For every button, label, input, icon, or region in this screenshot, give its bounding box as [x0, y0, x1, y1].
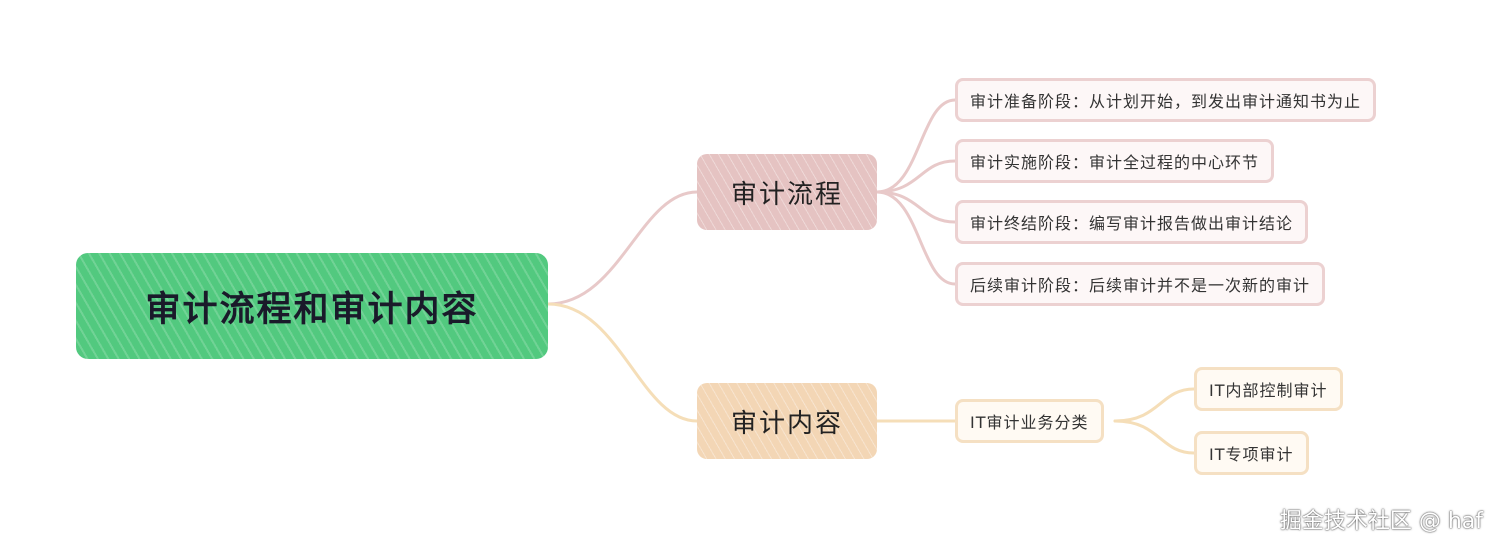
branch-label: 审计流程: [730, 179, 843, 210]
leaf-label: 审计实施阶段：审计全过程的中心环节: [970, 153, 1260, 172]
root-topic-label: 审计流程和审计内容: [145, 289, 479, 330]
leaf-it-special-audit[interactable]: IT专项审计: [1194, 431, 1309, 475]
leaf-label: 后续审计阶段：后续审计并不是一次新的审计: [970, 276, 1311, 295]
branch-audit-content[interactable]: 审计内容: [697, 383, 877, 459]
leaf-it-audit-category[interactable]: IT审计业务分类: [955, 399, 1104, 443]
link-process-leaf2: [875, 159, 957, 194]
link-category-sub1: [1113, 387, 1196, 423]
branch-label: 审计内容: [730, 408, 843, 439]
leaf-followup-stage[interactable]: 后续审计阶段：后续审计并不是一次新的审计: [955, 262, 1326, 306]
leaf-preparation-stage[interactable]: 审计准备阶段：从计划开始，到发出审计通知书为止: [955, 78, 1377, 122]
leaf-label: IT专项审计: [1209, 445, 1294, 464]
root-topic[interactable]: 审计流程和审计内容: [76, 253, 548, 359]
link-root-process: [546, 190, 699, 306]
leaf-label: IT内部控制审计: [1209, 381, 1328, 400]
leaf-implementation-stage[interactable]: 审计实施阶段：审计全过程的中心环节: [955, 139, 1275, 183]
link-process-leaf3: [875, 190, 957, 224]
leaf-conclusion-stage[interactable]: 审计终结阶段：编写审计报告做出审计结论: [955, 200, 1309, 244]
branch-audit-process[interactable]: 审计流程: [697, 154, 877, 230]
link-process-leaf1: [875, 98, 957, 194]
link-process-leaf4: [875, 190, 957, 286]
leaf-label: 审计终结阶段：编写审计报告做出审计结论: [970, 214, 1294, 233]
link-root-content: [546, 302, 699, 423]
leaf-label: 审计准备阶段：从计划开始，到发出审计通知书为止: [970, 92, 1362, 111]
leaf-it-internal-control-audit[interactable]: IT内部控制审计: [1194, 367, 1343, 411]
link-category-sub2: [1113, 419, 1196, 455]
leaf-label: IT审计业务分类: [970, 413, 1089, 432]
watermark: 掘金技术社区 @ haf: [1279, 509, 1483, 534]
